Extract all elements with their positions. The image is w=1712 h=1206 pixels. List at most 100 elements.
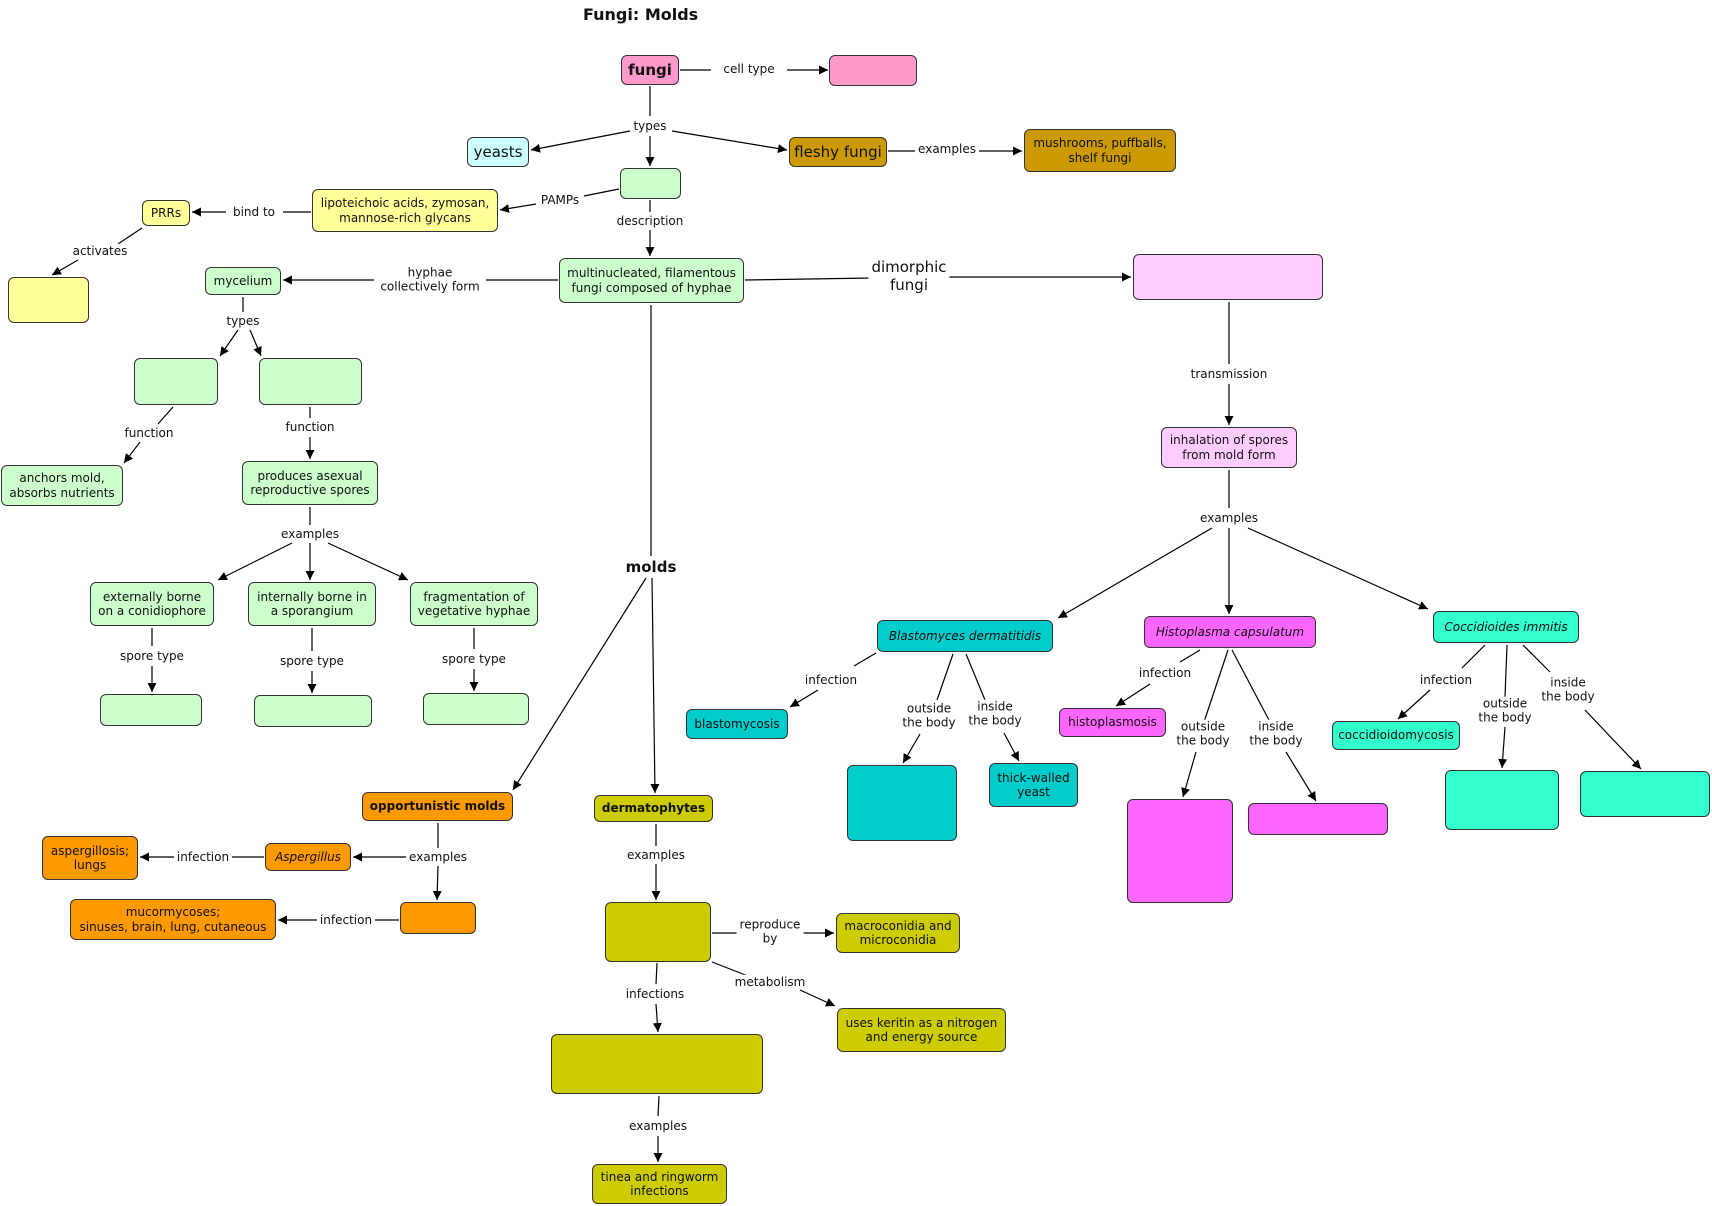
connector-blasto-inside-2 <box>1003 732 1020 762</box>
aspergillosis-node[interactable]: aspergillosis; lungs <box>42 836 138 880</box>
label-spore-type-1: spore type <box>117 648 187 664</box>
connector-opp-examples-2 <box>432 865 442 901</box>
connector-blasto-outside-1 <box>936 653 954 701</box>
dermato-genera-node[interactable] <box>605 902 711 962</box>
connector-spores-examples-2 <box>217 542 293 581</box>
connector-infection-examples-1 <box>657 1095 660 1117</box>
blasto-outside-node[interactable] <box>847 765 957 841</box>
connector-examples-cocci <box>1247 527 1429 610</box>
label-histo-outside: outside the body <box>1173 719 1233 749</box>
externally-borne-node[interactable]: externally borne on a conidiophore <box>90 582 214 626</box>
coccidioidomycosis-node[interactable]: coccidioidomycosis <box>1332 721 1460 750</box>
label-infections: infections <box>622 986 688 1002</box>
connector-blasto-infection-2 <box>789 689 819 708</box>
prr-target-node[interactable] <box>8 277 89 323</box>
label-pamps: PAMPs <box>537 192 583 208</box>
histoplasma-node[interactable]: Histoplasma capsulatum <box>1144 616 1316 648</box>
prrs-node[interactable]: PRRs <box>142 200 190 226</box>
macroconidia-node[interactable]: macroconidia and microconidia <box>836 913 960 953</box>
label-transmission: transmission <box>1187 366 1271 382</box>
label-blasto-outside: outside the body <box>899 701 959 731</box>
mycelium-node[interactable]: mycelium <box>205 267 281 295</box>
connector-types-to-fleshy <box>671 130 788 153</box>
keritin-node[interactable]: uses keritin as a nitrogen and energy so… <box>837 1008 1006 1052</box>
hyphae-type-1-node[interactable] <box>134 358 218 405</box>
cell-type-target-node[interactable] <box>829 55 917 86</box>
blastomycosis-node[interactable]: blastomycosis <box>686 709 788 739</box>
description-node[interactable]: multinucleated, filamentous fungi compos… <box>559 258 744 303</box>
tinea-node[interactable]: tinea and ringworm infections <box>592 1164 727 1204</box>
connector-prrs-activates-1 <box>117 227 143 245</box>
label-function-right: function <box>282 419 338 435</box>
produces-spores-node[interactable]: produces asexual reproductive spores <box>242 461 378 505</box>
label-function-left: function <box>121 425 177 441</box>
connector-histo-inside-1 <box>1231 649 1271 723</box>
label-types-top: types <box>630 118 670 134</box>
cocci-outside-node[interactable] <box>1445 770 1559 830</box>
dermato-infections-node[interactable] <box>551 1034 763 1094</box>
histo-outside-node[interactable] <box>1127 799 1233 903</box>
connector-type1-function-2 <box>123 441 141 464</box>
spore-type-3-node[interactable] <box>423 693 529 725</box>
label-infection-examples: examples <box>626 1118 690 1134</box>
mucor-genus-node[interactable] <box>400 902 476 934</box>
spore-type-1-node[interactable] <box>100 694 202 726</box>
opportunistic-molds-node[interactable]: opportunistic molds <box>362 792 513 821</box>
histoplasmosis-node[interactable]: histoplasmosis <box>1059 708 1166 737</box>
label-histo-inside: inside the body <box>1246 719 1306 749</box>
pamps-node[interactable]: lipoteichoic acids, zymosan, mannose-ric… <box>312 189 498 232</box>
connector-histo-inside-2 <box>1285 751 1317 802</box>
connector-types-to-yeasts <box>530 130 631 153</box>
cocci-inside-node[interactable] <box>1580 771 1710 817</box>
thick-walled-yeast-node[interactable]: thick-walled yeast <box>989 763 1078 807</box>
connector-prrs-activates-2 <box>51 259 79 276</box>
connector-molds-dermatophytes <box>650 577 660 794</box>
label-mycelium-types: types <box>223 313 263 329</box>
hyphae-type-2-node[interactable] <box>259 358 362 405</box>
internally-borne-node[interactable]: internally borne in a sporangium <box>248 582 376 626</box>
connector-blasto-infection-1 <box>853 652 877 667</box>
connector-blasto-inside-1 <box>965 653 986 701</box>
map-title: Fungi: Molds <box>583 5 699 24</box>
connector-type1-function-1 <box>157 406 174 425</box>
connector-infections-2 <box>652 1003 662 1033</box>
label-asp-infection: infection <box>173 849 233 865</box>
coccidioides-node[interactable]: Coccidioides immitis <box>1433 611 1579 643</box>
anchors-node[interactable]: anchors mold, absorbs nutrients <box>1 465 123 506</box>
fungi-node[interactable]: fungi <box>621 55 679 85</box>
histo-inside-node[interactable] <box>1248 803 1388 835</box>
connector-cocci-outside-2 <box>1498 726 1508 769</box>
label-blasto-infection: infection <box>801 672 861 688</box>
label-molds: molds <box>622 558 680 576</box>
connector-molds-opportunistic <box>512 577 647 791</box>
label-dimorphic-examples: examples <box>1197 510 1261 526</box>
spore-type-2-node[interactable] <box>254 695 372 727</box>
fragmentation-node[interactable]: fragmentation of vegetative hyphae <box>410 582 538 626</box>
label-histo-infection: infection <box>1135 665 1195 681</box>
molds-box-node[interactable] <box>620 168 681 199</box>
connector-examples-blasto <box>1057 527 1213 619</box>
connector-desc-dimorphic-1 <box>744 277 873 281</box>
label-dimorphic: dimorphic fungi <box>868 258 950 294</box>
connector-histo-outside-2 <box>1181 751 1197 798</box>
blastomyces-node[interactable]: Blastomyces dermatitidis <box>877 620 1053 652</box>
inhalation-node[interactable]: inhalation of spores from mold form <box>1161 427 1297 468</box>
label-reproduce-by: reproduce by <box>736 917 804 947</box>
dermatophytes-node[interactable]: dermatophytes <box>594 795 713 822</box>
label-activates: activates <box>69 243 131 259</box>
fleshy-fungi-node[interactable]: fleshy fungi <box>789 137 887 167</box>
connector-molds-pamps-1 <box>583 188 620 197</box>
label-hyphae-form: hyphae collectively form <box>377 265 483 295</box>
label-mucor-infection: infection <box>316 912 376 928</box>
connector-cocci-infection-2 <box>1397 689 1431 720</box>
yeasts-node[interactable]: yeasts <box>467 137 529 167</box>
dimorphic-target-node[interactable] <box>1133 254 1323 300</box>
connector-cocci-infection-1 <box>1461 644 1486 669</box>
fleshy-examples-node[interactable]: mushrooms, puffballs, shelf fungi <box>1024 129 1176 172</box>
label-fleshy-examples: examples <box>915 141 979 157</box>
label-dermato-examples: examples <box>624 847 688 863</box>
mucormycoses-node[interactable]: mucormycoses; sinuses, brain, lung, cuta… <box>70 899 276 940</box>
aspergillus-node[interactable]: Aspergillus <box>265 843 351 871</box>
connector-metabolism-1 <box>711 961 749 977</box>
label-cocci-outside: outside the body <box>1475 696 1535 726</box>
